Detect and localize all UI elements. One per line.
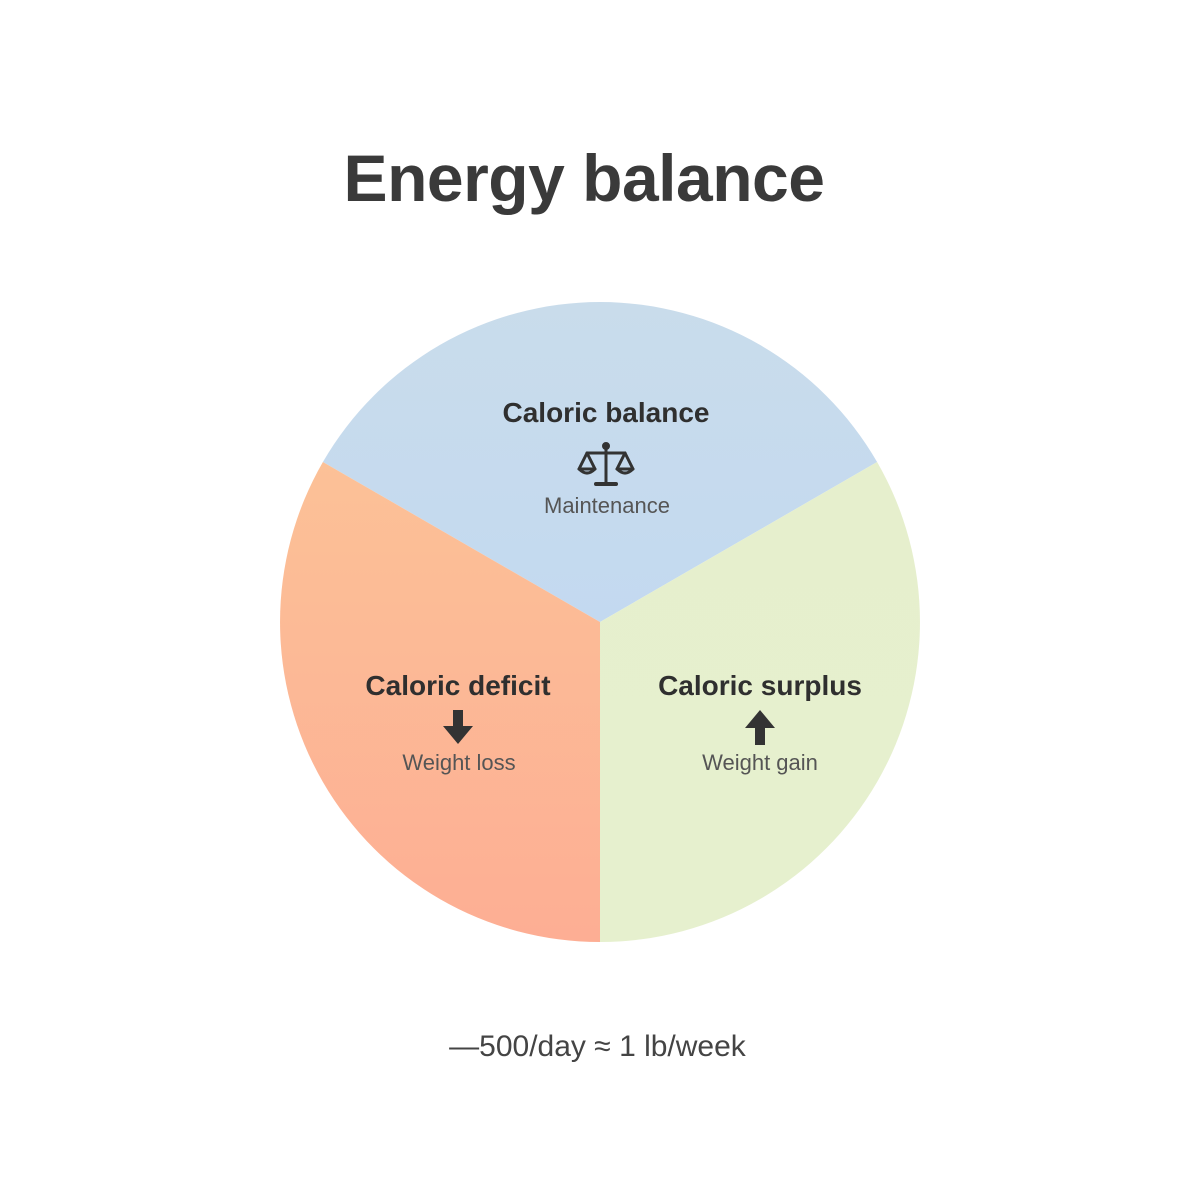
segment-subtitle-balance: Maintenance: [544, 493, 670, 518]
segment-caloric-deficit: [280, 462, 600, 942]
diagram-title: Energy balance: [343, 141, 825, 215]
footnote: —500/day ≈ 1 lb/week: [449, 1030, 746, 1063]
segment-subtitle-deficit: Weight loss: [402, 750, 515, 775]
segment-title-balance: Caloric balance: [503, 397, 710, 428]
scale-icon: [577, 442, 635, 486]
segment-title-deficit: Caloric deficit: [365, 670, 550, 701]
segment-caloric-balance: [322, 302, 878, 622]
segment-caloric-surplus: [600, 462, 920, 942]
arrow-up-icon: [745, 710, 775, 745]
segment-subtitle-surplus: Weight gain: [702, 750, 818, 775]
arrow-down-icon: [443, 710, 473, 744]
segment-title-surplus: Caloric surplus: [658, 670, 862, 701]
